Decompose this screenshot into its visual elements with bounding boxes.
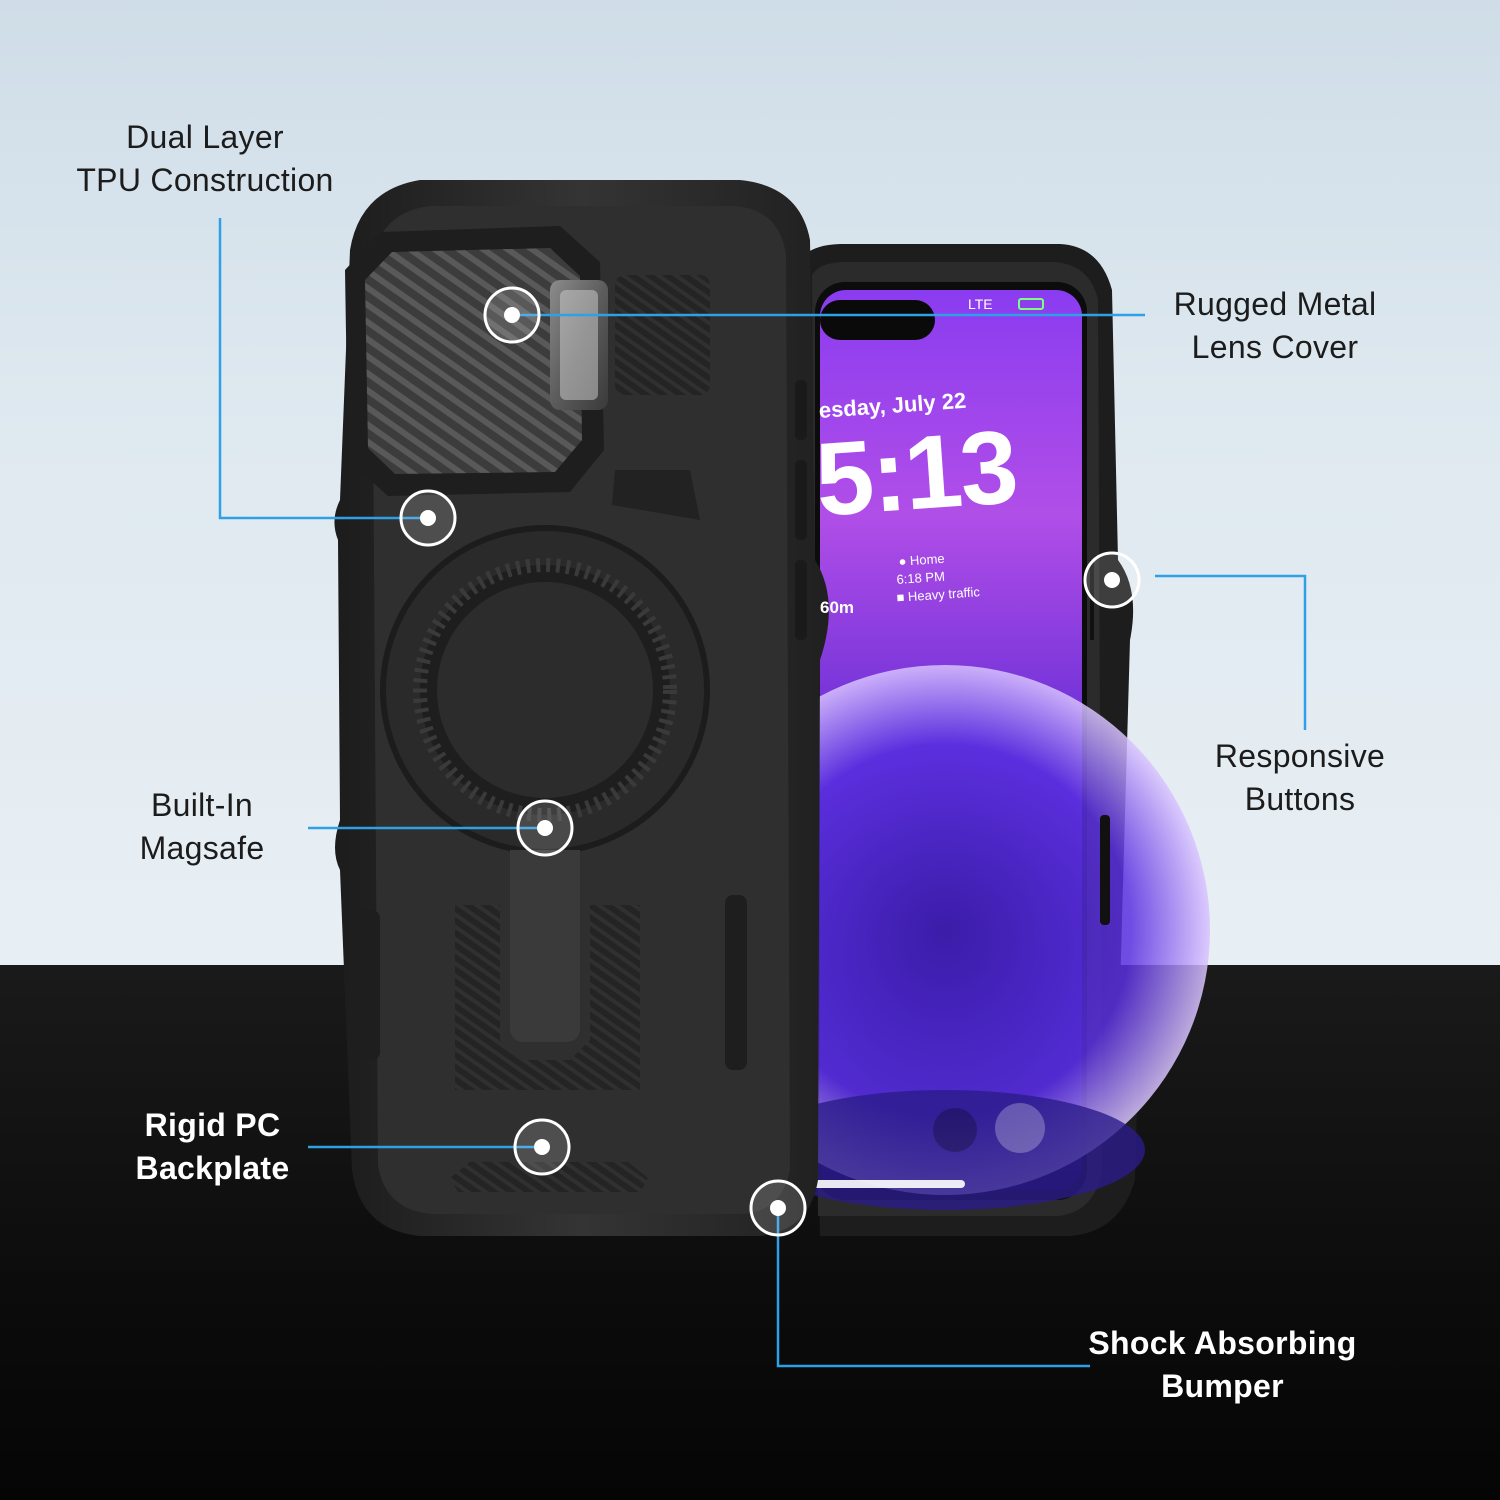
callout-bumper-line1: Shock Absorbing [1088,1325,1357,1361]
flashlight-icon [933,1108,977,1152]
callout-responsive-buttons: Responsive Buttons [1180,735,1420,821]
callout-magsafe: Built-In Magsafe [102,784,302,870]
callout-lens-cover: Rugged Metal Lens Cover [1125,283,1425,369]
location-pin-icon: ● [898,553,907,569]
widget-title: Home [909,550,946,569]
metal-lens-cover [365,248,582,474]
dynamic-island [820,300,935,340]
car-icon: ■ [896,589,905,605]
callout-magsafe-line2: Magsafe [139,830,265,866]
home-indicator [810,1180,965,1188]
callout-bumper: Shock Absorbing Bumper [1070,1322,1375,1408]
callout-backplate: Rigid PC Backplate [100,1104,325,1190]
callout-dual-layer: Dual Layer TPU Construction [40,116,370,202]
battery-icon [1018,298,1044,310]
callout-magsafe-line1: Built-In [151,787,253,823]
callout-lens-cover-line2: Lens Cover [1191,329,1359,365]
callout-responsive-buttons-line1: Responsive [1214,738,1386,774]
callout-dual-layer-line2: TPU Construction [76,162,334,198]
widget-home: ● Home [898,551,945,569]
lock-time: 5:13 [812,409,1020,539]
widget-left-value: 60m [820,598,855,617]
callout-backplate-line1: Rigid PC [144,1107,281,1143]
camera-shortcut-icon [995,1103,1045,1153]
callout-bumper-line2: Bumper [1161,1368,1284,1404]
callout-dual-layer-line1: Dual Layer [126,119,284,155]
callout-backplate-line2: Backplate [135,1150,290,1186]
callout-lens-cover-line1: Rugged Metal [1173,286,1377,322]
phone-case-back-view [334,180,829,1236]
status-carrier: LTE [968,296,993,312]
callout-responsive-buttons-line2: Buttons [1244,781,1356,817]
